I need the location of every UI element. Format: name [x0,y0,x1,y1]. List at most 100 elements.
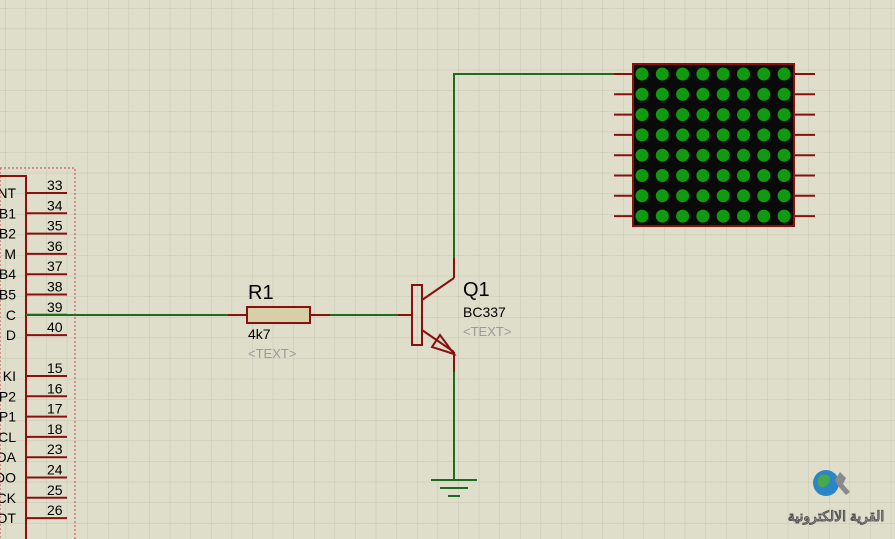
r1-value-label: 4k7 [248,326,271,342]
mcu-body [0,175,27,539]
led-dot [737,189,750,203]
led-dot [696,148,710,162]
mcu-pin[interactable]: DO 24 [0,462,67,486]
mcu-pin-number: 38 [47,279,63,295]
mcu-pin-label: B1 [0,205,16,221]
led-dot [777,128,791,142]
led-dot [655,148,669,162]
led-dot [716,87,730,101]
led-dot [757,87,771,101]
led-matrix-body [632,63,795,227]
mcu-pin-label: P1 [0,409,16,425]
led-matrix[interactable] [614,63,815,227]
led-dot [676,67,690,81]
led-dot [696,108,710,122]
led-dot [716,128,730,142]
led-dot [716,148,730,162]
led-dot [716,189,730,203]
mcu-pin-number: 24 [47,462,63,478]
led-dot [737,148,750,162]
mcu-pin[interactable]: B1 34 [0,197,67,221]
watermark-text: القرية الالكترونية [788,508,884,525]
resistor-r1[interactable]: R1 4k7 <TEXT> [228,282,330,361]
mcu-pin-number: 16 [47,380,63,396]
mcu-selection-outline [0,167,76,539]
mcu-pin-label: C [6,307,16,323]
led-dot [655,67,669,81]
led-dot [777,87,791,101]
led-dot [737,209,750,223]
led-dot [696,189,710,203]
led-dot [777,169,791,182]
q1-text-placeholder: <TEXT> [463,324,511,339]
mcu-pin-label: B2 [0,226,16,242]
q1-base-bar [411,284,423,346]
mcu-pin-label: NT [0,185,16,201]
led-dot [676,128,690,142]
led-dot [757,148,771,162]
mcu-pin-label: M [4,246,16,262]
mcu-pin-label: B5 [0,287,16,303]
led-dot [737,67,750,81]
led-dot [777,189,791,203]
led-dot [635,209,649,223]
led-dot [635,128,649,142]
led-dot [716,169,730,182]
led-dot [757,209,771,223]
mcu-pin-number: 34 [47,197,63,213]
led-dot [757,128,771,142]
ground-symbol[interactable] [431,476,477,497]
led-dot [737,108,750,122]
mcu-pin-number: 35 [47,218,63,234]
led-dot [655,87,669,101]
led-dot [676,148,690,162]
mcu-pin-number: 39 [47,299,63,315]
led-dot [757,169,771,182]
mcu-pin[interactable]: B5 38 [0,279,67,303]
led-dot [757,108,771,122]
led-dot [696,67,710,81]
led-dot [716,67,730,81]
led-dot [676,189,690,203]
led-dot [716,209,730,223]
led-dot [655,128,669,142]
wrench-icon [835,472,850,495]
led-dot [676,87,690,101]
mcu-pin-label: KI [3,368,16,384]
q1-value-label: BC337 [463,304,506,320]
q1-collector-line [421,277,455,301]
wire-q1-collector-matrix[interactable] [453,73,614,258]
r1-text-placeholder: <TEXT> [248,346,296,361]
mcu-pin-label: CK [0,490,17,506]
led-dot [635,87,649,101]
led-dot [737,169,750,182]
transistor-q1[interactable]: Q1 BC337 <TEXT> [398,258,511,372]
led-dot [696,209,710,223]
led-dot [635,148,649,162]
led-dot [655,189,669,203]
led-dot [777,148,791,162]
led-dot [676,169,690,182]
mcu-pin-label: DA [0,449,17,465]
mcu-pin-label: DO [0,470,16,486]
led-dot [757,67,771,81]
led-matrix-pins [614,73,815,218]
mcu-pin-number: 18 [47,421,63,437]
mcu-pin[interactable]: B2 35 [0,218,67,242]
led-dot [777,209,791,223]
mcu-pin-number: 26 [47,502,63,518]
led-dot [655,169,669,182]
